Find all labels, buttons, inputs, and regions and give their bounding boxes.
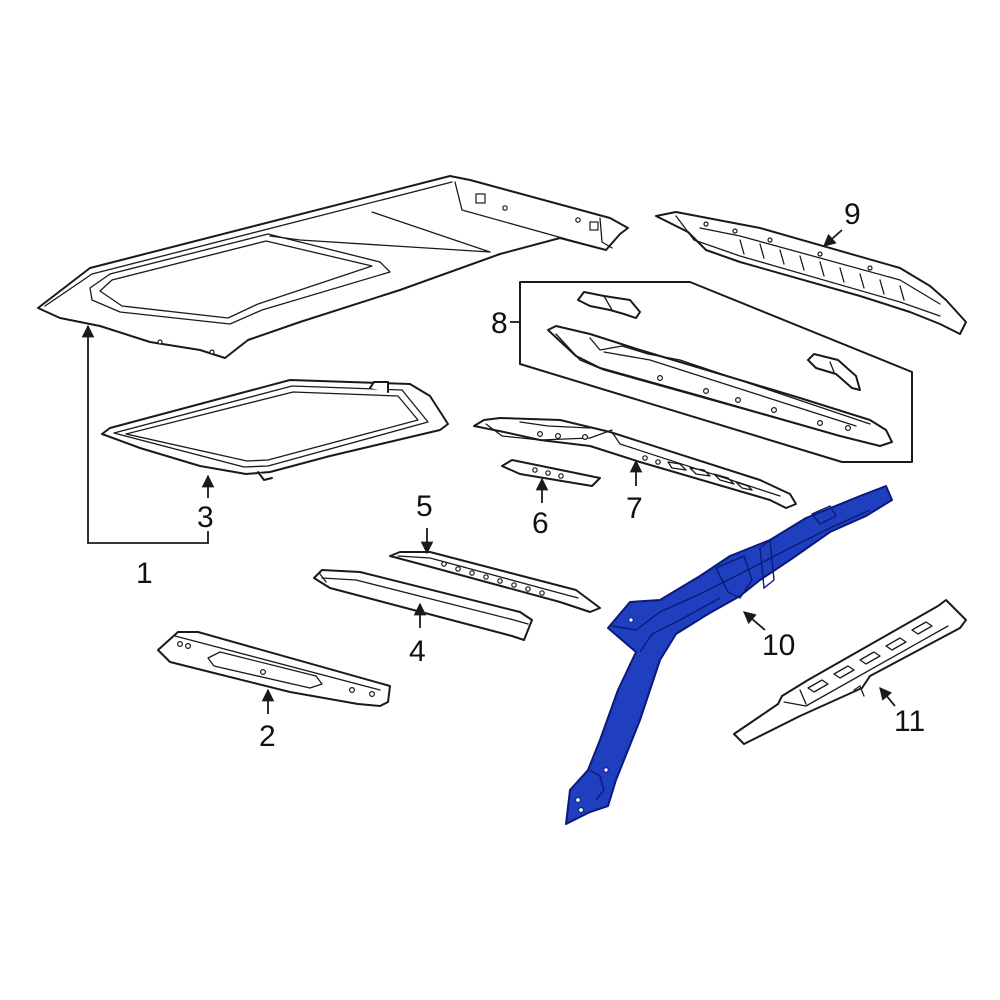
leader-11 [879,687,896,707]
leader-9 [823,229,843,247]
callout-6: 6 [532,507,549,540]
callout-3: 3 [197,501,214,534]
part-2-front-header[interactable] [157,631,391,707]
leader-10 [743,611,766,631]
part-8-rear-header[interactable] [547,291,893,447]
part-1-roof-panel[interactable] [37,175,629,359]
leader-1 [81,324,147,544]
callout-2: 2 [259,720,276,753]
callout-11: 11 [894,705,925,738]
callout-1: 1 [136,557,153,590]
part-3-sunroof-frame[interactable] [101,379,449,481]
part-9-rear-roof-rail[interactable] [655,211,967,335]
part-10-roof-side-rail[interactable] [565,485,893,825]
callout-5: 5 [416,490,433,523]
part-5-roof-bow[interactable] [389,551,601,613]
callout-10: 10 [762,629,795,662]
callout-7: 7 [626,492,643,525]
callout-labels: 1 2 3 4 5 6 7 8 9 10 11 [136,198,925,753]
part-11-side-rail[interactable] [733,599,967,745]
part-7-rear-roof-bow[interactable] [473,417,797,509]
leader-lines [81,229,896,714]
callout-8: 8 [491,307,508,340]
part-6-reinforcement[interactable] [501,459,601,487]
leader-1-branch [147,531,209,544]
callout-9: 9 [844,198,861,231]
callout-4: 4 [409,635,426,668]
